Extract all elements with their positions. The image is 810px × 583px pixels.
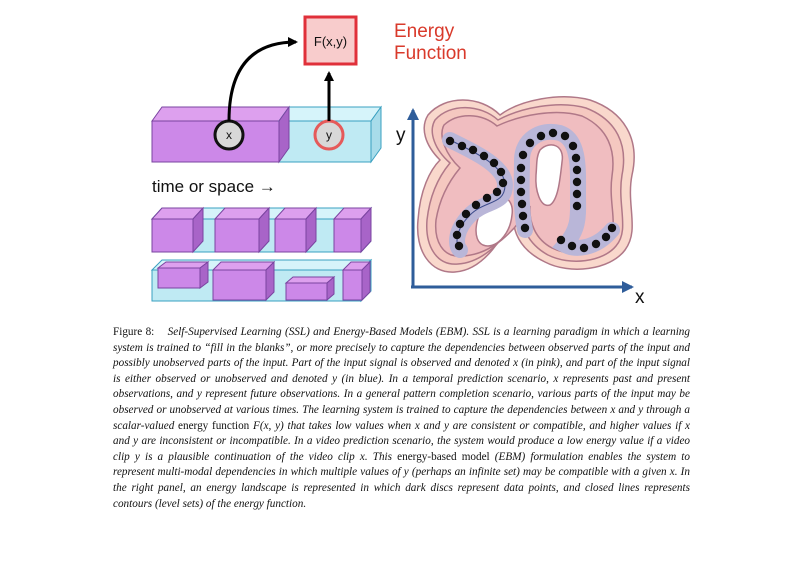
data-point: [496, 167, 506, 177]
input-signal-bar: [151, 105, 382, 164]
data-point: [536, 131, 546, 141]
data-point: [498, 178, 508, 188]
energy-function-title-line1: Energy: [394, 21, 455, 42]
data-point: [518, 150, 528, 160]
caption-text-part1: Self-Supervised Learning (SSL) and Energ…: [113, 326, 690, 432]
data-point: [579, 243, 589, 253]
data-point: [489, 158, 499, 168]
caption-text-part5: (EBM) formulation enables the system to …: [113, 450, 691, 510]
data-point: [516, 163, 526, 173]
data-point: [572, 165, 582, 175]
data-point: [479, 151, 489, 161]
data-point: [548, 128, 558, 138]
data-point: [571, 153, 581, 163]
data-point: [556, 235, 566, 245]
data-point: [455, 219, 465, 229]
data-point: [607, 223, 617, 233]
x-disc-label: x: [226, 128, 232, 142]
example-bar-two: [150, 206, 373, 254]
caption-text-part2: energy function: [178, 419, 250, 432]
energy-function-title-line2: Function: [394, 43, 467, 64]
data-point: [601, 232, 611, 242]
data-point: [567, 241, 577, 251]
data-point: [517, 199, 527, 209]
data-point: [445, 136, 455, 146]
bar-two-observed-block: [213, 206, 271, 254]
observed-x-block-side: [278, 105, 290, 164]
data-point: [457, 141, 467, 151]
data-point: [454, 241, 464, 251]
data-point: [492, 187, 502, 197]
example-bar-three: [150, 258, 373, 303]
caption-text-part3: F(x, y) that takes low values when x and…: [113, 419, 690, 463]
data-point: [525, 138, 535, 148]
data-point: [482, 193, 492, 203]
energy-function-box: [303, 15, 358, 66]
bar-three-observed-block: [341, 260, 372, 302]
bar-two-observed-block: [150, 206, 205, 254]
energy-landscape: [416, 96, 635, 273]
data-point: [518, 211, 528, 221]
bar-three-observed-block: [211, 260, 276, 302]
data-point: [516, 175, 526, 185]
energy-function-box-label: F(x,y): [314, 34, 347, 49]
data-point: [452, 230, 462, 240]
data-point: [591, 239, 601, 249]
data-point: [471, 200, 481, 210]
bar-three-observed-block: [284, 275, 336, 302]
y-disc-label: y: [326, 128, 332, 142]
data-point: [461, 209, 471, 219]
figure-caption: Figure 8: Self-Supervised Learning (SSL)…: [113, 325, 690, 512]
data-point: [560, 131, 570, 141]
data-point: [568, 141, 578, 151]
data-points: [445, 128, 617, 253]
unobserved-y-block-side: [370, 105, 382, 164]
data-point: [520, 223, 530, 233]
data-point: [468, 145, 478, 155]
observed-x-block-top: [151, 106, 290, 122]
data-point: [516, 187, 526, 197]
bar-two-observed-block: [332, 206, 373, 254]
bar-two-observed-block: [273, 206, 318, 254]
data-point: [572, 177, 582, 187]
x-axis-label: x: [635, 287, 645, 308]
x-to-energy-arrow: [227, 37, 298, 122]
time-or-space-label: time or space →: [152, 177, 276, 196]
figure-illustration: x y F(x,y) Energy Function time or space…: [150, 15, 645, 308]
y-axis-label: y: [396, 125, 406, 146]
data-point: [572, 189, 582, 199]
energy-landscape-inner-region: [535, 144, 564, 206]
caption-text-part4: energy-based model: [397, 450, 490, 463]
figure-label: Figure 8:: [113, 326, 155, 338]
bar-three-observed-block: [156, 261, 210, 289]
data-point: [572, 201, 582, 211]
